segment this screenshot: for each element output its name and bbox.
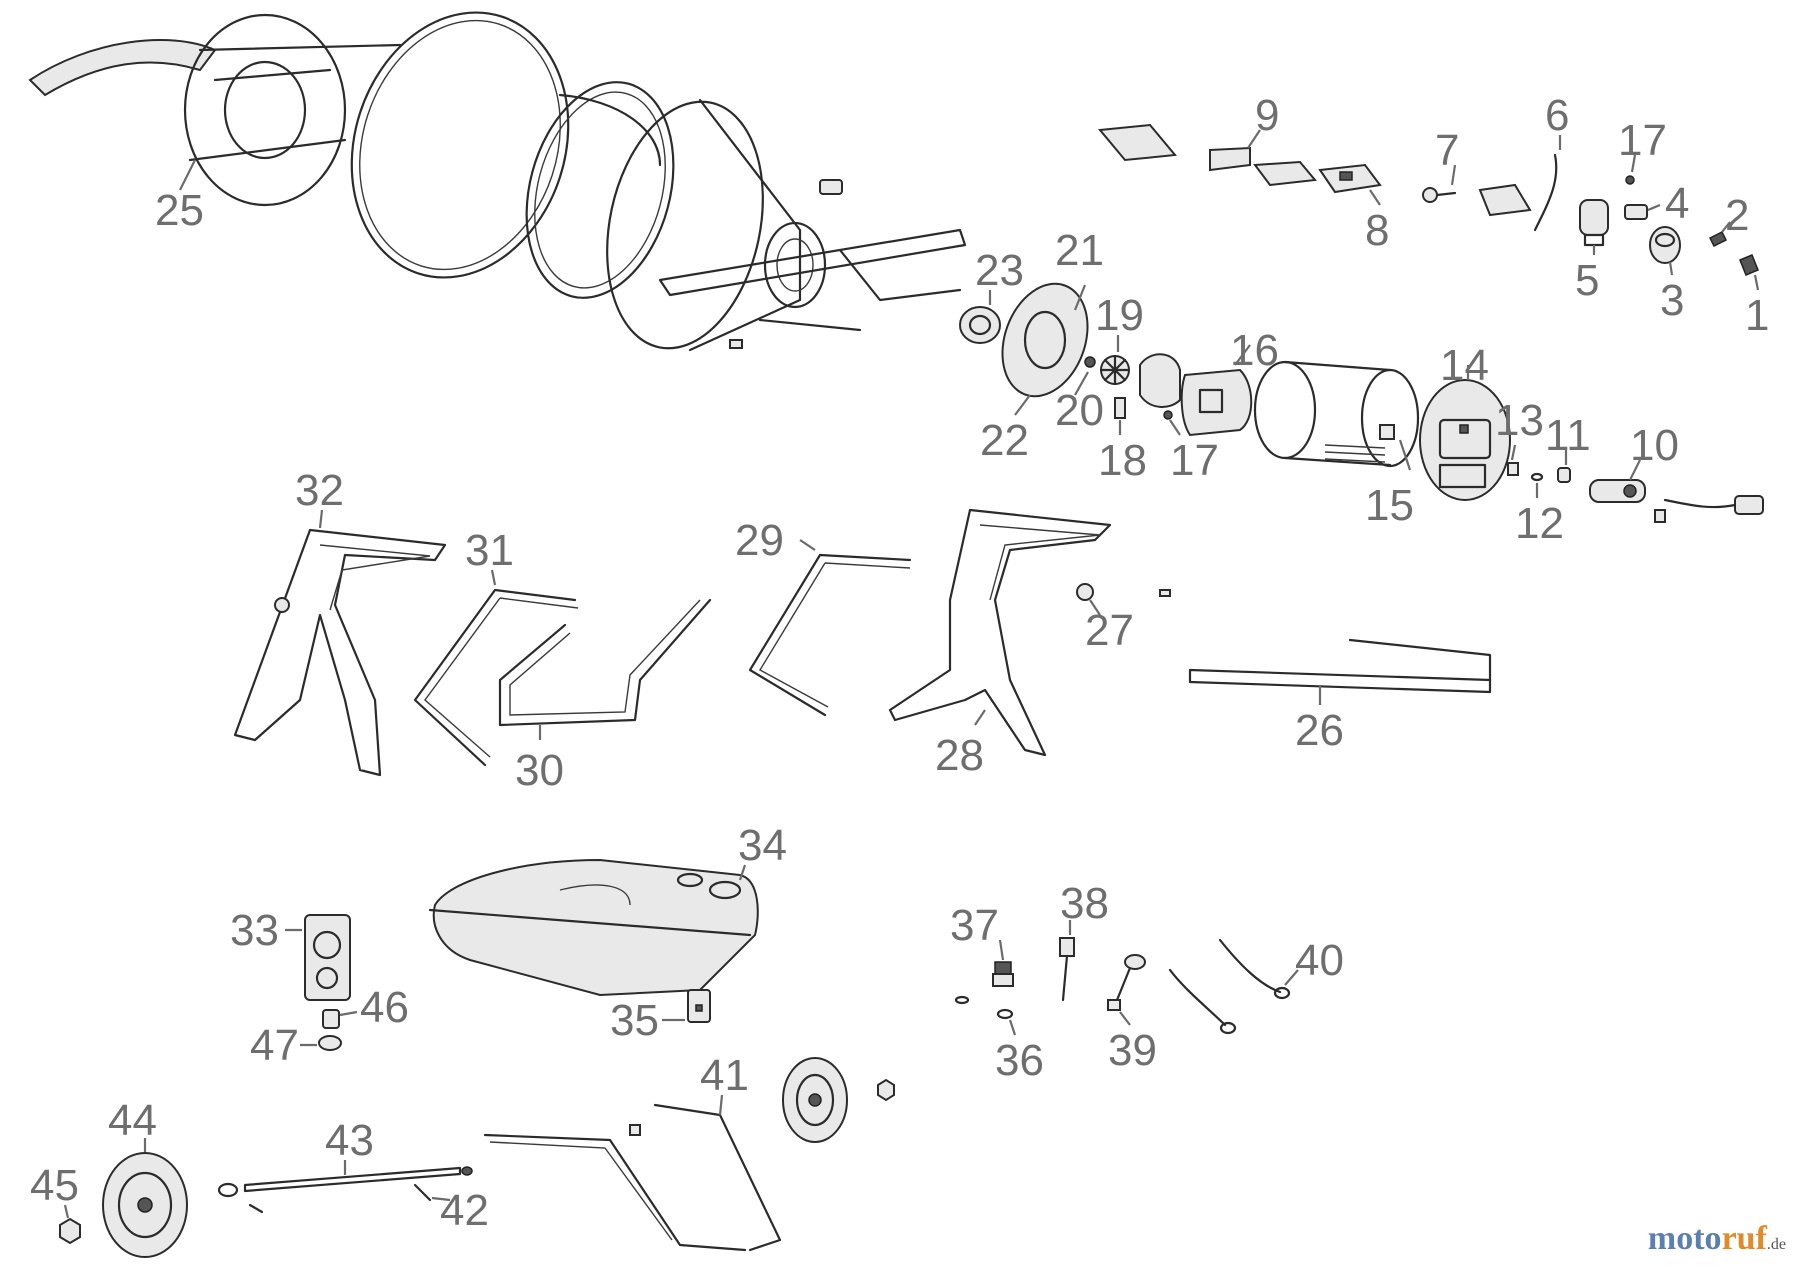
label-3: 3 [1660, 276, 1684, 325]
part-45-nut [59, 1217, 81, 1245]
part-34-fuel-tank [428, 858, 759, 997]
label-27: 27 [1085, 606, 1134, 655]
label-28: 28 [935, 731, 984, 780]
reflector-cone [525, 81, 675, 299]
part-44-wheel [102, 1152, 188, 1258]
part-43-axle [217, 1166, 473, 1214]
part-38-dipstick [1059, 937, 1075, 1002]
label-19: 19 [1095, 291, 1144, 340]
part-2-nozzle [1708, 230, 1728, 248]
label-36: 36 [995, 1036, 1044, 1085]
part-1-fitting [1739, 254, 1759, 276]
part-20-nut [1084, 356, 1096, 368]
label-11: 11 [1545, 411, 1591, 460]
part-31-tube [413, 588, 579, 767]
part-14-control-panel [1419, 379, 1511, 501]
part-7-sensor [1422, 183, 1532, 217]
label-40: 40 [1295, 936, 1344, 985]
rear-wheel [782, 1057, 895, 1143]
label-38: 38 [1060, 879, 1109, 928]
label-14: 14 [1440, 341, 1489, 390]
label-4: 4 [1665, 179, 1689, 228]
part-39-cap [1107, 954, 1146, 1011]
part-47-clamp [318, 1035, 342, 1051]
label-41: 41 [700, 1051, 749, 1100]
part-19-fan [1099, 354, 1131, 386]
label-17-lower: 17 [1170, 436, 1219, 485]
label-22: 22 [980, 416, 1029, 465]
part-40-hoses [1168, 938, 1291, 1035]
label-47: 47 [250, 1021, 299, 1070]
part-21-22-burner-plate [1001, 282, 1089, 398]
part-26-handle [1188, 638, 1492, 694]
label-23: 23 [975, 246, 1024, 295]
label-18: 18 [1098, 436, 1147, 485]
part-16-motor [1139, 353, 1253, 437]
part-23-collar [959, 306, 1001, 344]
label-21: 21 [1055, 226, 1104, 275]
part-9-bracket-set [1098, 123, 1317, 187]
part-13-switch [1507, 462, 1519, 476]
motoruf-watermark: motoruf.de [1647, 1220, 1786, 1257]
part-11-knob [1557, 467, 1571, 483]
label-5: 5 [1575, 256, 1599, 305]
part-8-control-board [1318, 163, 1382, 194]
label-42: 42 [440, 1186, 489, 1235]
part-17-screw [1163, 410, 1173, 420]
part-41-rear-frame [483, 1103, 782, 1252]
part-4-connector [1624, 204, 1648, 220]
label-34: 34 [738, 821, 787, 870]
label-39: 39 [1108, 1026, 1157, 1075]
part-5-solenoid-valve [1579, 199, 1609, 247]
part-25-front-guard [28, 13, 402, 207]
label-1: 1 [1745, 291, 1769, 340]
part-28-side-frame [888, 508, 1112, 757]
label-43: 43 [325, 1116, 374, 1165]
label-8: 8 [1365, 206, 1389, 255]
label-29: 29 [735, 516, 784, 565]
part-3-pump-filter [1649, 226, 1681, 264]
label-9: 9 [1255, 91, 1279, 140]
label-7: 7 [1435, 126, 1459, 175]
part-6-fuel-line [1533, 153, 1558, 232]
part-10-power-cord [1589, 479, 1764, 523]
part-29-tube [748, 553, 912, 717]
label-17-upper: 17 [1618, 116, 1667, 165]
part-36-washer [996, 1008, 1014, 1020]
part-27-knob [1076, 583, 1171, 601]
label-26: 26 [1295, 706, 1344, 755]
label-20: 20 [1055, 386, 1104, 435]
label-32: 32 [295, 466, 344, 515]
label-45: 45 [30, 1161, 79, 1210]
part-37-plug [992, 961, 1014, 987]
label-37: 37 [950, 901, 999, 950]
outer-shell [606, 98, 967, 352]
gasket-ring [350, 11, 570, 279]
label-35: 35 [610, 996, 659, 1045]
part-17-screw-upper [1625, 175, 1635, 185]
part-30-tube [498, 598, 712, 727]
label-30: 30 [515, 746, 564, 795]
part-42-pin [413, 1183, 432, 1202]
part-32-side-frame [233, 528, 447, 777]
label-33: 33 [230, 906, 279, 955]
part-33-gauge [304, 914, 351, 1001]
label-31: 31 [465, 526, 514, 575]
label-44: 44 [108, 1096, 157, 1145]
label-15: 15 [1365, 481, 1414, 530]
part-46-filter [322, 1009, 340, 1029]
label-10: 10 [1630, 421, 1679, 470]
label-6: 6 [1545, 91, 1569, 140]
label-2: 2 [1725, 191, 1749, 240]
part-18-bracket [1114, 397, 1126, 419]
part-12-washer [1530, 472, 1544, 482]
label-13: 13 [1495, 396, 1544, 445]
part-35-label-plate [687, 989, 711, 1023]
label-25: 25 [155, 186, 204, 235]
label-12: 12 [1515, 499, 1564, 548]
label-46: 46 [360, 983, 409, 1032]
combustion-drum [1253, 360, 1420, 468]
